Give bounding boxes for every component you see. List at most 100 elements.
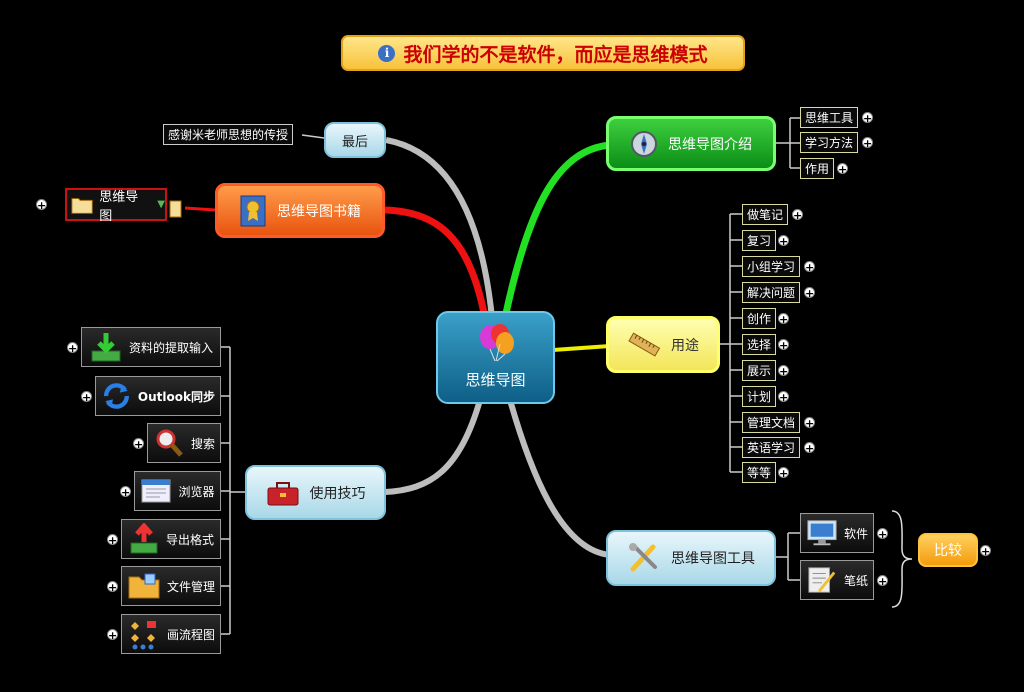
book-child-folder-label: 思维导图 <box>99 189 139 224</box>
link-center-use <box>552 344 611 352</box>
expand-plus-icon[interactable]: + <box>107 629 118 642</box>
skill-child-1[interactable]: 资料的提取输入 <box>81 327 221 367</box>
use-child-8-label: 计划 <box>747 390 772 404</box>
expand-plus-icon[interactable]: + <box>837 163 848 176</box>
expand-plus-icon[interactable]: + <box>778 313 789 326</box>
expand-plus-icon[interactable]: + <box>804 417 815 430</box>
map-title[interactable]: i 我们学的不是软件，而应是思维模式 <box>341 35 745 71</box>
link-center-book <box>384 206 489 319</box>
info-icon: i <box>378 44 396 62</box>
expand-plus-icon[interactable]: + <box>804 261 815 274</box>
topic-book-label: 思维导图书籍 <box>277 203 361 220</box>
expand-plus-icon[interactable]: + <box>107 581 118 594</box>
expand-plus-icon[interactable]: + <box>36 199 47 212</box>
skill-child-7[interactable]: 画流程图 <box>121 614 221 654</box>
use-child-7[interactable]: 展示 <box>742 360 777 381</box>
topic-skill[interactable]: 使用技巧 <box>245 465 386 520</box>
balloons-icon <box>480 324 514 362</box>
skill-child-3[interactable]: 搜索 <box>147 423 221 463</box>
use-child-9-label: 管理文档 <box>747 416 796 430</box>
use-child-6-label: 选择 <box>747 338 772 352</box>
use-child-1[interactable]: 做笔记 <box>742 204 789 225</box>
skill-child-2[interactable]: Outlook同步 <box>95 376 221 416</box>
use-child-9[interactable]: 管理文档 <box>742 412 801 433</box>
skill-child-3-label: 搜索 <box>190 436 215 451</box>
book-award-icon <box>240 195 266 226</box>
compass-icon <box>631 130 657 157</box>
topic-use[interactable]: 用途 <box>606 316 720 373</box>
toolbox-icon <box>267 481 298 505</box>
tool-child-paper[interactable]: 笔纸 <box>800 560 874 600</box>
folder-icon <box>128 573 160 599</box>
sync-icon <box>104 383 129 409</box>
expand-plus-icon[interactable]: + <box>877 575 888 588</box>
skill-child-5[interactable]: 导出格式 <box>121 519 221 559</box>
expand-plus-icon[interactable]: + <box>107 534 118 547</box>
use-child-6[interactable]: 选择 <box>742 334 777 355</box>
expand-plus-icon[interactable]: + <box>877 528 888 541</box>
link-center-intro <box>501 141 611 319</box>
last-child-label: 感谢米老师思想的传授 <box>168 128 289 142</box>
intro-child-3[interactable]: 作用 <box>800 158 835 179</box>
intro-child-2[interactable]: 学习方法 <box>800 132 859 153</box>
topic-intro[interactable]: 思维导图介绍 <box>606 116 776 171</box>
expand-plus-icon[interactable]: + <box>980 545 991 558</box>
topic-skill-label: 使用技巧 <box>309 485 366 502</box>
expand-plus-icon[interactable]: + <box>778 339 789 352</box>
expand-plus-icon[interactable]: + <box>778 467 789 480</box>
expand-plus-icon[interactable]: + <box>778 235 789 248</box>
dropdown-triangle-icon[interactable]: ▼ <box>157 199 165 210</box>
use-child-7-label: 展示 <box>747 364 772 378</box>
summary-brace <box>891 510 913 608</box>
expand-plus-icon[interactable]: + <box>778 365 789 378</box>
skill-child-2-label: Outlook同步 <box>137 389 215 404</box>
use-child-10[interactable]: 英语学习 <box>742 437 801 458</box>
link-center-last <box>385 137 495 319</box>
skill-child-5-label: 导出格式 <box>165 532 214 547</box>
summary-compare[interactable]: 比较 <box>918 533 978 567</box>
summary-compare-label: 比较 <box>934 543 962 559</box>
topic-tool[interactable]: 思维导图工具 <box>606 530 776 586</box>
tool-child-paper-label: 笔纸 <box>843 573 868 588</box>
last-child[interactable]: 感谢米老师思想的传授 <box>163 124 294 145</box>
book-child-folder[interactable]: 思维导图 ▼ <box>65 188 167 224</box>
skill-child-4[interactable]: 浏览器 <box>134 471 221 511</box>
attachment-folder-icon <box>169 200 182 218</box>
expand-plus-icon[interactable]: + <box>67 342 78 355</box>
link-center-tool <box>507 399 611 558</box>
use-child-3-label: 小组学习 <box>747 260 796 274</box>
use-child-5[interactable]: 创作 <box>742 308 777 329</box>
tools-icon <box>629 543 657 572</box>
topic-use-label: 用途 <box>671 337 699 354</box>
topic-book[interactable]: 思维导图书籍 <box>215 183 385 238</box>
expand-plus-icon[interactable]: + <box>862 137 873 150</box>
skill-child-7-label: 画流程图 <box>166 627 215 642</box>
expand-plus-icon[interactable]: + <box>778 391 789 404</box>
intro-child-1[interactable]: 思维工具 <box>800 107 859 128</box>
central-topic[interactable]: 思维导图 <box>436 311 555 404</box>
use-child-10-label: 英语学习 <box>747 441 796 455</box>
skill-child-4-label: 浏览器 <box>178 484 215 499</box>
expand-plus-icon[interactable]: + <box>804 442 815 455</box>
expand-plus-icon[interactable]: + <box>792 209 803 222</box>
use-child-8[interactable]: 计划 <box>742 386 777 407</box>
expand-plus-icon[interactable]: + <box>133 438 144 451</box>
skill-child-6[interactable]: 文件管理 <box>121 566 221 606</box>
expand-plus-icon[interactable]: + <box>804 287 815 300</box>
central-topic-label: 思维导图 <box>465 371 526 389</box>
flowchart-icon <box>130 621 156 650</box>
tool-child-software[interactable]: 软件 <box>800 513 874 553</box>
expand-plus-icon[interactable]: + <box>120 486 131 499</box>
expand-plus-icon[interactable]: + <box>862 112 873 125</box>
use-child-4[interactable]: 解决问题 <box>742 282 801 303</box>
intro-child-3-label: 作用 <box>805 162 830 176</box>
use-child-11-label: 等等 <box>747 466 772 480</box>
use-child-3[interactable]: 小组学习 <box>742 256 801 277</box>
expand-plus-icon[interactable]: + <box>81 391 92 404</box>
use-child-11[interactable]: 等等 <box>742 462 777 483</box>
browser-icon <box>141 479 171 503</box>
topic-last[interactable]: 最后 <box>324 122 386 158</box>
use-child-2[interactable]: 复习 <box>742 230 777 251</box>
